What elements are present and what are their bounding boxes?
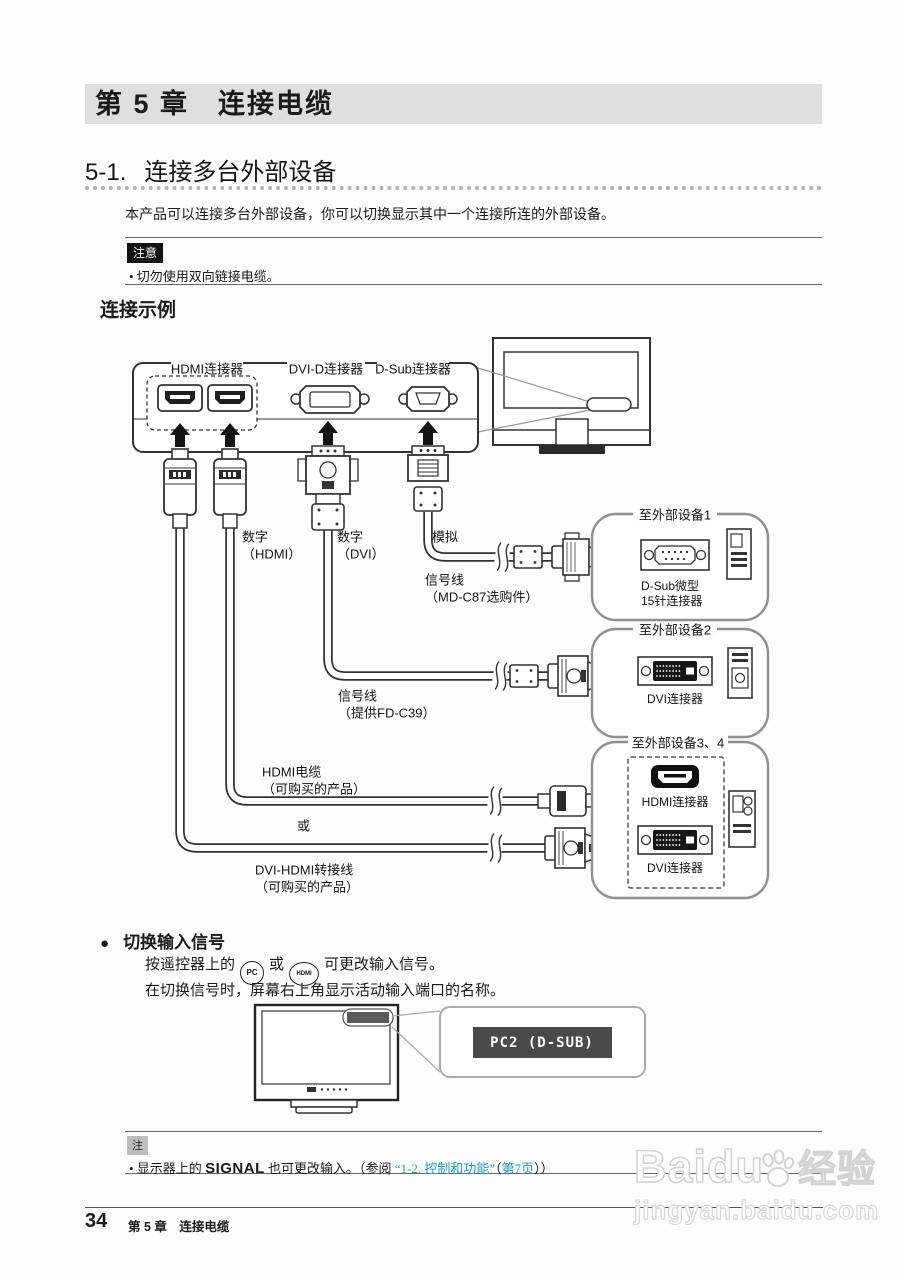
pc-remote-button: PC [240, 961, 265, 985]
osd-callout-lines [391, 1010, 441, 1073]
svg-text:数字: 数字 [242, 530, 268, 545]
note-bullet: • 显示器上的 SIGNAL 也可更改输入。（参阅 “1-2. 控制和功能”（第… [129, 1158, 822, 1177]
dotted-rule [85, 186, 822, 190]
chapter-header-bar: 第 5 章 连接电缆 [85, 84, 822, 124]
footer-chapter-label: 第 5 章 连接电缆 [128, 1220, 230, 1234]
line1-post: 可更改输入信号。 [324, 957, 445, 973]
osd-input-label: PC2 (D-SUB) [490, 1035, 594, 1051]
svg-text:（可购买的产品）: （可购买的产品） [262, 782, 366, 797]
cables [175, 512, 553, 853]
svg-text:数字: 数字 [337, 530, 363, 545]
svg-text:（MD-C87选购件）: （MD-C87选购件） [425, 590, 538, 605]
pc-tower-icon [728, 790, 756, 848]
notice-bullet: • 切勿使用双向链接电缆。 [129, 269, 280, 284]
monitor-connector-pill [586, 397, 632, 412]
hdmi-port-2 [207, 384, 253, 412]
monitor-front-view [253, 1003, 400, 1114]
notice-box: 注意 • 切勿使用双向链接电缆。 [125, 237, 822, 285]
dvid-port [290, 385, 370, 414]
device1-connector-label: D-Sub微型 [641, 579, 699, 593]
dsub-plug [407, 445, 449, 512]
cable-break-icon [485, 832, 505, 864]
ferrite-beads [509, 545, 543, 688]
hdmi-port-1 [157, 384, 203, 412]
osd-callout-box: PC2 (D-SUB) [439, 1006, 646, 1078]
switch-line-2: 在切换信号时，屏幕右上角显示活动输入端口的名称。 [145, 983, 506, 999]
dsub-port-label: D-Sub连接器 [375, 362, 451, 377]
page-number: 34 [85, 1210, 108, 1232]
dvi-female-icon [637, 656, 713, 686]
cable-break-icon [485, 785, 505, 817]
watermark-suffix: 经验 [797, 1149, 877, 1191]
device34-dvi-label: DVI连接器 [647, 860, 703, 875]
note-badge: 注 [127, 1136, 148, 1155]
cable-labels: 数字 （HDMI） 数字 （DVI） 模拟 信号线 （MD-C87选购件） 信号… [242, 530, 538, 895]
callout-lines [477, 367, 591, 433]
hdmi-remote-button: HDMI [289, 962, 320, 986]
device2-connector-label: DVI连接器 [647, 691, 703, 706]
bullet-icon: ● [100, 935, 110, 952]
note-closing: ）） [534, 1161, 554, 1176]
external-device-34-box: 至外部设备3、4 HDMI连接器 DVI连接器 [590, 735, 770, 900]
dvi-female-icon [637, 825, 713, 855]
cross-reference-link[interactable]: “1-2. 控制和功能” [394, 1161, 496, 1176]
paw-icon [762, 1149, 795, 1187]
svg-text:信号线: 信号线 [338, 689, 377, 704]
switch-signal-heading: ● 切换输入信号 [100, 928, 225, 953]
hdmi-plug-1 [163, 448, 197, 529]
osd-mini-badge [347, 1012, 389, 1023]
osd-illustration: PC2 (D-SUB) [253, 1003, 646, 1114]
hdmi-female-icon [651, 765, 699, 788]
svg-text:信号线: 信号线 [425, 573, 464, 588]
svg-text:（DVI）: （DVI） [337, 547, 385, 562]
hdmi-plug-2 [213, 448, 247, 529]
note-mid: 也可更改输入。（参阅 [264, 1161, 395, 1176]
device2-title: 至外部设备2 [639, 623, 711, 638]
cable-break-icon [490, 660, 510, 692]
svg-text:DVI-HDMI转接线: DVI-HDMI转接线 [255, 863, 353, 878]
svg-text:HDMI电缆: HDMI电缆 [262, 765, 321, 780]
svg-text:（提供FD-C39）: （提供FD-C39） [338, 706, 436, 721]
cross-reference-page-link[interactable]: 第7页 [501, 1161, 535, 1176]
device1-connector-label2: 15针连接器 [641, 593, 702, 608]
note-pre: • 显示器上的 [129, 1161, 206, 1176]
svg-text:（可购买的产品）: （可购买的产品） [255, 880, 359, 895]
watermark-url: jingyan.baidu.com [633, 1195, 880, 1225]
section-number: 5-1. [85, 159, 127, 186]
svg-text:模拟: 模拟 [432, 530, 458, 545]
external-device-1-box: 至外部设备1 D-Sub微型 15针连接器 [590, 507, 770, 622]
notice-badge: 注意 [127, 243, 164, 263]
section-title-text: 连接多台外部设备 [144, 159, 337, 186]
device1-title: 至外部设备1 [639, 508, 711, 523]
monitor-rear-view [492, 337, 651, 454]
note-box: 注 • 显示器上的 SIGNAL 也可更改输入。（参阅 “1-2. 控制和功能”… [125, 1131, 822, 1177]
line1-pre: 按遥控器上的 [145, 957, 236, 973]
hdmi-port-label: HDMI连接器 [171, 362, 243, 377]
device34-title: 至外部设备3、4 [632, 736, 724, 751]
signal-button-label: SIGNAL [205, 1160, 265, 1177]
intro-paragraph: 本产品可以连接多台外部设备，你可以切换显示其中一个连接所连的外部设备。 [125, 208, 615, 223]
dvi-plug [297, 445, 359, 531]
svg-text:或: 或 [297, 819, 310, 834]
dsub-port [398, 386, 458, 412]
pc-tower-icon [726, 528, 752, 580]
line1-or: 或 [269, 957, 285, 973]
note-paren: （ [495, 1161, 502, 1176]
pc-tower-icon [727, 647, 753, 699]
watermark-brand: Baidu [633, 1141, 765, 1192]
connector-panel: HDMI连接器 DVI-D连接器 D-Sub连接器 [132, 362, 479, 453]
watermark: Baidu 经验 jingyan.baidu.com [633, 1141, 905, 1225]
device34-hdmi-label: HDMI连接器 [642, 794, 709, 809]
section-title: 5-1. 连接多台外部设备 [85, 152, 336, 187]
footer-rule [85, 1207, 823, 1208]
external-device-2-box: 至外部设备2 DVI连接器 [590, 622, 770, 739]
dvid-port-label: DVI-D连接器 [289, 362, 363, 377]
switch-signal-heading-text: 切换输入信号 [123, 933, 226, 952]
connection-example-heading: 连接示例 [100, 300, 177, 321]
connection-diagram: HDMI连接器 DVI-D连接器 D-Sub连接器 [132, 337, 770, 900]
dsub-male-connector [551, 532, 603, 582]
svg-text:（HDMI）: （HDMI） [242, 547, 301, 562]
cable-break-icon [492, 541, 512, 573]
